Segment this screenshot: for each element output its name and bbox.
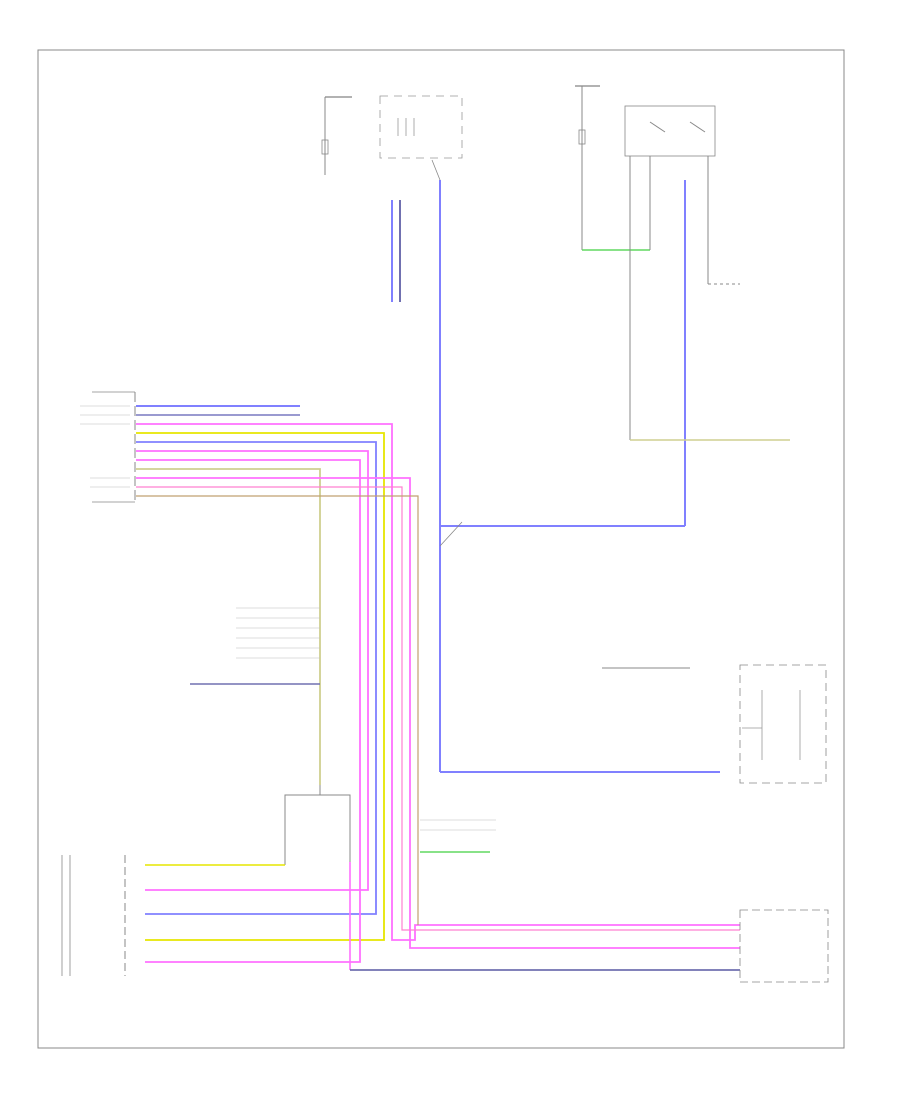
pcm-harness-wires: [136, 405, 740, 963]
powertrain-control-module: [92, 391, 136, 503]
top-right-trailer-relay: [575, 85, 790, 526]
top-center-power-supply: [321, 95, 463, 175]
ignition-switch-box: [379, 95, 463, 159]
trailer-relay-box: [624, 105, 716, 157]
label-marks: [80, 405, 496, 831]
diagram-frame: [37, 49, 845, 1049]
selector-lever-switch: [602, 664, 827, 784]
transmission-connector: [739, 909, 829, 983]
ignition-output-wires: [391, 159, 720, 773]
splice-diagonal: [439, 521, 463, 547]
transmission-solenoid-body: [61, 855, 126, 976]
transmission-feed-wires: [145, 683, 740, 971]
